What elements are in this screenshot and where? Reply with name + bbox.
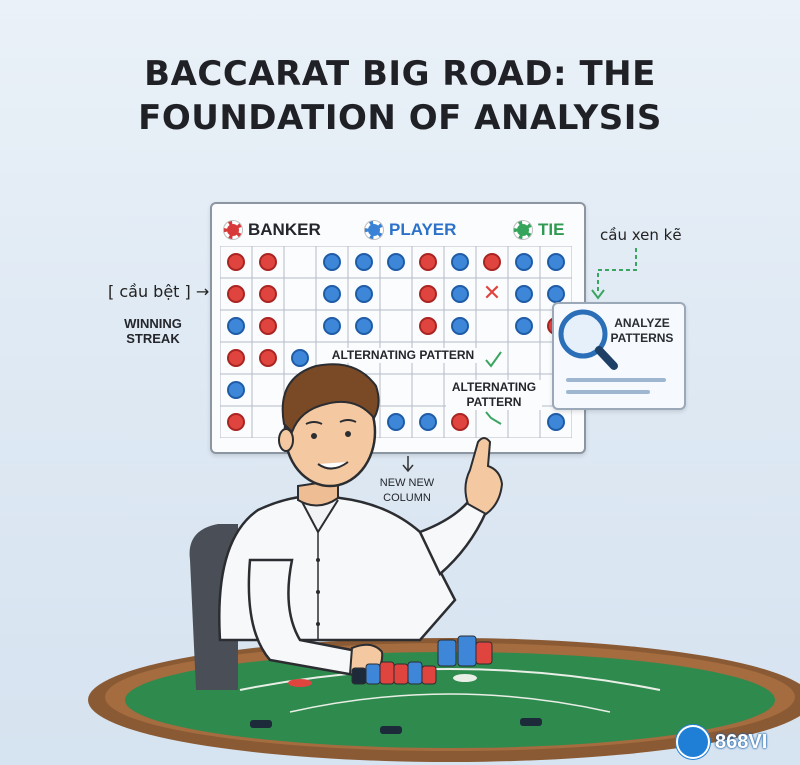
banker-bead xyxy=(227,253,245,271)
legend-player: PLAYER xyxy=(365,218,456,242)
baccarat-table xyxy=(88,638,800,762)
banker-bead xyxy=(419,317,437,335)
big-road-grid: ✕ xyxy=(220,246,572,438)
tie-chip-icon xyxy=(514,221,532,239)
alternating-pattern-2-line-1: ALTERNATING xyxy=(451,380,537,394)
banker-bead xyxy=(259,317,277,335)
player-bead xyxy=(291,349,309,367)
alternating-pattern-2-line-2: PATTERN xyxy=(466,395,522,409)
legend-banker-label: BANKER xyxy=(248,220,321,239)
cau-bet-note: [ cầu bệt ] → xyxy=(108,282,209,301)
checkmark-icon xyxy=(485,351,502,368)
player-bead xyxy=(515,253,533,271)
winning-streak-line-2: STREAK xyxy=(126,331,180,346)
bracket-right: ] xyxy=(184,282,191,301)
magnifier-icon xyxy=(558,309,618,370)
cross-icon: ✕ xyxy=(482,281,502,306)
player-bead xyxy=(323,285,341,303)
banker-bead xyxy=(259,349,277,367)
banker-bead xyxy=(259,253,277,271)
new-column-line-2: COLUMN xyxy=(383,492,431,504)
player-bead xyxy=(547,413,565,431)
new-column-label: NEW NEW COLUMN xyxy=(372,476,442,506)
player-bead xyxy=(547,253,565,271)
brand-logo-icon xyxy=(676,725,710,759)
player-bead xyxy=(515,317,533,335)
banker-bead xyxy=(227,413,245,431)
legend-player-label: PLAYER xyxy=(389,220,457,239)
player-bead xyxy=(419,413,437,431)
analyze-patterns-text: ANALYZE PATTERNS xyxy=(606,316,678,346)
banker-chip-icon xyxy=(224,221,242,239)
grid-lines xyxy=(220,246,572,438)
card-lines xyxy=(566,378,666,394)
legend-tie: TIE xyxy=(514,218,564,242)
player-bead xyxy=(323,253,341,271)
player-bead xyxy=(451,253,469,271)
player-chip-icon xyxy=(365,221,383,239)
analyze-line-2: PATTERNS xyxy=(610,331,674,345)
page-title-line-1: BACCARAT BIG ROAD: THE xyxy=(144,54,656,94)
player-bead xyxy=(387,413,405,431)
player-bead xyxy=(515,285,533,303)
dashed-arrow-icon xyxy=(597,248,637,292)
winning-streak-label: WINNING STREAK xyxy=(112,316,194,346)
banker-bead xyxy=(419,285,437,303)
banker-bead xyxy=(483,253,501,271)
player-bead xyxy=(451,285,469,303)
legend-tie-label: TIE xyxy=(538,220,565,239)
alternating-pattern-label-2: ALTERNATING PATTERN xyxy=(446,380,542,410)
arrow-right-icon: → xyxy=(195,282,210,301)
cau-xen-ke-label: cầu xen kẽ xyxy=(600,226,682,244)
player-bead xyxy=(451,317,469,335)
banker-bead xyxy=(451,413,469,431)
player-bead xyxy=(355,317,373,335)
player-bead xyxy=(227,317,245,335)
banker-bead xyxy=(227,349,245,367)
arrow-down-icon xyxy=(591,289,605,300)
brand-watermark: 868VI xyxy=(676,725,768,759)
banker-bead xyxy=(227,285,245,303)
winning-streak-line-1: WINNING xyxy=(124,316,182,331)
bracket-left: [ xyxy=(108,282,115,301)
banker-bead xyxy=(419,253,437,271)
player-bead xyxy=(355,253,373,271)
person-illustration xyxy=(218,363,504,680)
new-column-arrow-icon xyxy=(402,456,414,473)
analyze-line-1: ANALYZE xyxy=(614,316,670,330)
player-bead xyxy=(355,285,373,303)
player-bead xyxy=(227,381,245,399)
alternating-pattern-label: ALTERNATING PATTERN xyxy=(318,348,488,363)
brand-text: 868VI xyxy=(715,730,768,753)
page-title-line-2: FOUNDATION OF ANALYSIS xyxy=(138,98,662,138)
banker-bead xyxy=(259,285,277,303)
player-bead xyxy=(323,317,341,335)
player-bead xyxy=(387,253,405,271)
legend-banker: BANKER xyxy=(224,218,321,242)
cau-bet-label: cầu bệt xyxy=(119,282,180,301)
new-column-line-1: NEW NEW xyxy=(379,477,435,489)
chip-stacks xyxy=(351,635,493,685)
checkmark-icon-2 xyxy=(485,411,502,425)
